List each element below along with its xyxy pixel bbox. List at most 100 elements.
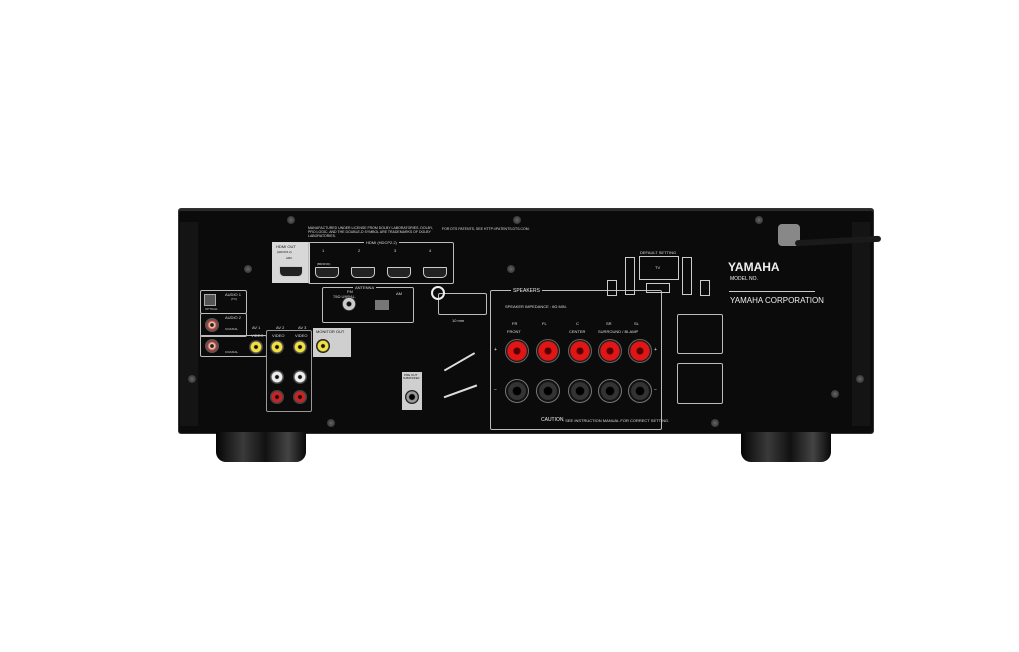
video-label: VIDEO: [272, 333, 285, 338]
av2-label: AV 2: [276, 325, 285, 330]
monitor-out-jack[interactable]: [316, 339, 330, 353]
coaxial-input-2[interactable]: [205, 339, 219, 353]
speaker-terminal-fr-minus[interactable]: [505, 379, 529, 403]
optical-label: OPTICAL: [205, 307, 218, 311]
speakers-label: SPEAKERS: [511, 288, 542, 294]
speaker-terminal-sl-minus[interactable]: [628, 379, 652, 403]
license-text: MANUFACTURED UNDER LICENSE FROM DOLBY LA…: [308, 226, 433, 238]
channel-c: C: [576, 321, 579, 326]
wire-length-label: 10 mm: [452, 318, 465, 323]
hdmi-in-port-1[interactable]: [315, 267, 339, 278]
speaker-terminal-fl-plus[interactable]: [536, 339, 560, 363]
hdmi-in-label: HDMI (HDCP2.2): [364, 240, 399, 245]
subwoofer-label: SUBWOOFER: [403, 377, 420, 380]
center-label: CENTER: [569, 329, 586, 334]
dts-text: FOR DTS PATENTS, SEE HTTP://PATENTS.DTS.…: [442, 227, 530, 231]
av2-audio-right-jack[interactable]: [270, 390, 284, 404]
av2-video-jack[interactable]: [270, 340, 284, 354]
pre-out-panel: PRE OUT SUBWOOFER: [402, 372, 422, 410]
hdmi-port-number: 1: [322, 248, 325, 253]
coaxial-input-1[interactable]: [205, 318, 219, 332]
speaker-terminal-c-plus[interactable]: [568, 339, 592, 363]
am-antenna-terminal[interactable]: [375, 300, 389, 310]
divider: [729, 291, 815, 292]
av1-video-jack[interactable]: [249, 340, 263, 354]
screw: [188, 375, 196, 383]
screw: [244, 265, 252, 273]
tv-diagram: TV: [639, 256, 679, 280]
audio1-panel: AUDIO 1 (TV) OPTICAL: [200, 290, 247, 314]
screw: [711, 419, 719, 427]
minus-label: −: [654, 387, 657, 393]
corporation-label: YAMAHA CORPORATION: [730, 296, 824, 305]
av3-video-jack[interactable]: [293, 340, 307, 354]
plus-label: +: [494, 347, 497, 353]
hdmi-port-number: 4: [429, 248, 432, 253]
hdmi-out-sub: (HDCP2.2): [277, 250, 292, 254]
tv-diagram-label: TV: [655, 265, 661, 270]
av-group-outline: [266, 330, 312, 412]
optical-input[interactable]: [204, 294, 216, 306]
hdmi-out-port[interactable]: [279, 266, 303, 277]
hdmi-in-port-2[interactable]: [351, 267, 375, 278]
channel-fl: FL: [542, 321, 547, 326]
speaker-terminal-c-minus[interactable]: [568, 379, 592, 403]
antenna-label: ANTENNA: [353, 285, 377, 290]
speaker-terminal-fr-plus[interactable]: [505, 339, 529, 363]
antenna-panel: ANTENNA 75Ω UNBAL. FM AM: [322, 285, 414, 323]
left-foot: [216, 432, 306, 462]
hdmi-in-port-4[interactable]: [423, 267, 447, 278]
video-label: VIDEO: [295, 333, 308, 338]
right-foot: [741, 432, 831, 462]
channel-fr: FR: [512, 321, 518, 326]
coaxial-label: COAXIAL: [225, 327, 239, 331]
default-setting-label: DEFAULT SETTING: [640, 250, 677, 255]
screw: [507, 265, 515, 273]
prohibited-icon: [431, 286, 445, 300]
caution-text: : SEE INSTRUCTION MANUAL FOR CORRECT SET…: [563, 418, 670, 423]
left-side-panel: [180, 222, 198, 426]
yamaha-logo: YAMAHA: [728, 260, 780, 274]
audio2-panel: AUDIO 2 COAXIAL: [200, 313, 247, 337]
fm-label: FM: [347, 289, 353, 294]
tv-label: (TV): [231, 297, 237, 301]
channel-sl: SL: [634, 321, 639, 326]
front-speaker-icon: [682, 257, 692, 295]
av2-audio-left-jack[interactable]: [270, 370, 284, 384]
hdmi-in-sub: (BD/DVD): [317, 262, 331, 266]
wire-warning-box: [438, 293, 487, 315]
channel-sr: SR: [606, 321, 612, 326]
hdmi-in-panel: HDMI (HDCP2.2) 1 2 3 4 (BD/DVD): [308, 240, 454, 284]
impedance-label: SPEAKER IMPEDANCE : 6Ω MIN.: [505, 304, 567, 309]
center-speaker-icon: [646, 283, 670, 293]
hdmi-port-number: 3: [394, 248, 397, 253]
power-cord-plug: [778, 224, 800, 246]
screw: [856, 375, 864, 383]
speakers-panel: SPEAKERS SPEAKER IMPEDANCE : 6Ω MIN. FRO…: [490, 288, 669, 430]
fm-antenna-jack[interactable]: [342, 297, 356, 311]
front-speaker-icon: [625, 257, 635, 295]
speaker-terminal-sl-plus[interactable]: [628, 339, 652, 363]
screw: [831, 390, 839, 398]
screw: [755, 216, 763, 224]
am-label: AM: [396, 291, 402, 296]
surround-label: SURROUND / BI-AMP: [598, 329, 639, 334]
screw: [327, 419, 335, 427]
av3-audio-right-jack[interactable]: [293, 390, 307, 404]
hdmi-out-label: HDMI OUT: [276, 244, 296, 249]
warning-box: [677, 314, 723, 354]
speaker-terminal-fl-minus[interactable]: [536, 379, 560, 403]
speaker-terminal-sr-plus[interactable]: [598, 339, 622, 363]
arc-label: ARC: [286, 256, 293, 260]
monitor-out-label: MONITOR OUT: [316, 329, 345, 334]
screw: [287, 216, 295, 224]
coaxial-label: COAXIAL: [225, 350, 239, 354]
speaker-terminal-sr-minus[interactable]: [598, 379, 622, 403]
minus-label: −: [494, 387, 497, 393]
subwoofer-out-jack[interactable]: [405, 390, 419, 404]
plus-label: +: [654, 347, 657, 353]
av3-label: AV 3: [298, 325, 307, 330]
av3-audio-left-jack[interactable]: [293, 370, 307, 384]
hdmi-in-port-3[interactable]: [387, 267, 411, 278]
